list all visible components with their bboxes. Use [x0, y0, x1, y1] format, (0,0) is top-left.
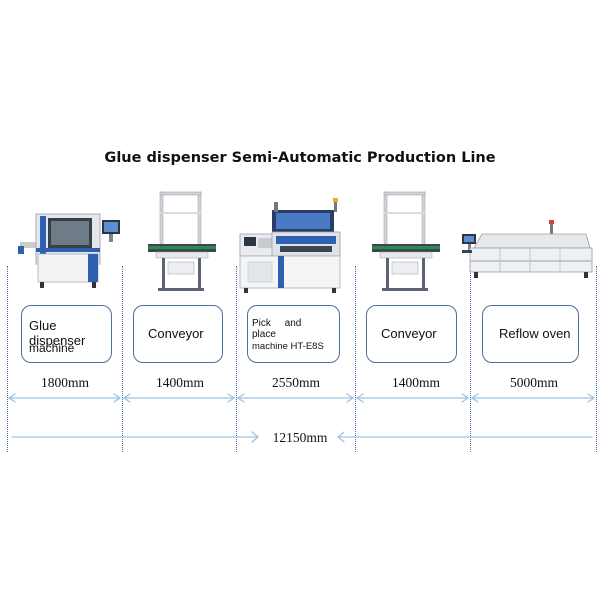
divider-line	[122, 266, 123, 452]
glue-dispenser-machine-icon	[18, 213, 120, 288]
segment-length: 2550mm	[271, 375, 320, 390]
divider-line	[470, 266, 471, 452]
segment-length: 1400mm	[155, 375, 204, 390]
machine-label-box: Pick and place machine HT-E8S	[247, 305, 340, 363]
conveyor-icon	[148, 191, 216, 291]
machine-label-box: Reflow oven	[482, 305, 579, 363]
machine-label-line1: Reflow oven	[499, 326, 571, 341]
segment-length: 5000mm	[509, 375, 558, 390]
segment-length: 1400mm	[391, 375, 440, 390]
machine-label-line1: Glue dispenser	[29, 318, 86, 348]
machine-label-line2: machine HT-E8S	[252, 341, 324, 352]
machine-label-line1: Pick and place	[252, 318, 302, 340]
divider-line	[355, 266, 356, 452]
machine-label-line2: machine	[29, 341, 75, 355]
conveyor-icon	[372, 191, 440, 291]
machine-label-box: Glue dispenser machine	[21, 305, 112, 363]
machine-label-line1: Conveyor	[381, 326, 437, 341]
divider-line	[7, 266, 8, 452]
segment-length: 1800mm	[40, 375, 89, 390]
machine-label-box: Conveyor	[366, 305, 457, 363]
reflow-oven-icon	[462, 220, 593, 278]
pick-and-place-machine-icon	[239, 198, 341, 293]
total-length: 12150mm	[272, 430, 328, 445]
machine-label-box: Conveyor	[133, 305, 223, 363]
divider-line	[596, 266, 597, 452]
diagram-title: Glue dispenser Semi-Automatic Production…	[104, 150, 496, 166]
divider-line	[236, 266, 237, 452]
machine-label-line1: Conveyor	[148, 326, 204, 341]
